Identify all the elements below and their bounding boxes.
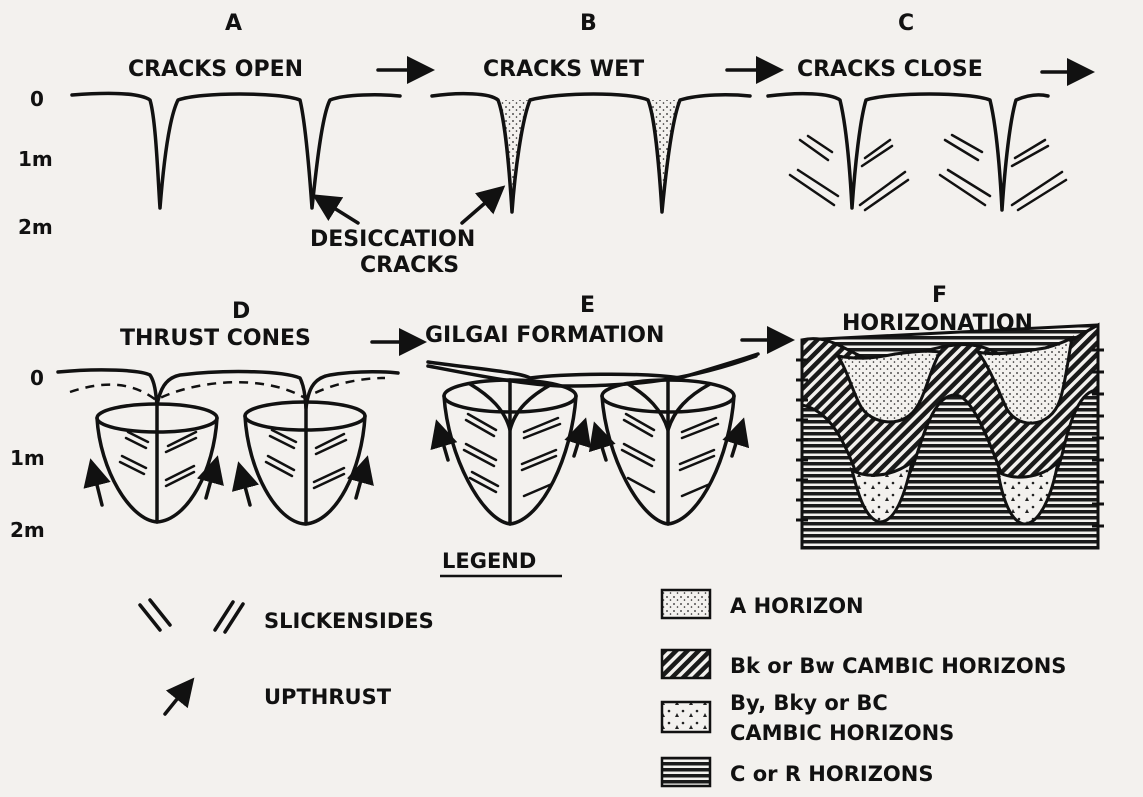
panel-a-letter: A: [225, 11, 242, 36]
panel-d-surface: [58, 370, 398, 408]
legend-by-swatch: [662, 702, 710, 732]
desiccation-label-line1: DESICCATION: [310, 227, 475, 252]
legend-upthrust-label: UPTHRUST: [264, 685, 392, 709]
panel-e-letter: E: [580, 293, 595, 318]
panel-d-letter: D: [232, 299, 250, 324]
legend-a-horizon-label: A HORIZON: [730, 594, 864, 618]
upthrust-symbol: [165, 683, 190, 714]
panel-b-surface: [432, 94, 750, 212]
panel-c-letter: C: [898, 11, 914, 36]
panel-c-caption: CRACKS CLOSE: [797, 57, 983, 82]
panel-f-letter: F: [932, 283, 947, 308]
depth-label-1m-top: 1m: [18, 147, 53, 171]
panel-c-slickensides: [790, 135, 1066, 210]
panel-e-slickensides: [464, 414, 718, 496]
panel-e-cone-left: [444, 380, 576, 524]
legend-title: LEGEND: [442, 549, 536, 573]
panel-d-cone-left: [97, 404, 217, 522]
panel-d-cone-right: [245, 400, 365, 524]
legend-by-label-line1: By, Bky or BC: [730, 691, 888, 715]
panel-d-dashed-line: [70, 378, 385, 400]
panel-f-block: [796, 325, 1104, 548]
desiccation-pointer-left: [318, 198, 358, 223]
legend-bk-label: Bk or Bw CAMBIC HORIZONS: [730, 654, 1066, 678]
panel-a-caption: CRACKS OPEN: [128, 57, 303, 82]
depth-label-1m-bottom: 1m: [10, 446, 45, 470]
legend-slickensides-label: SLICKENSIDES: [264, 609, 434, 633]
desiccation-pointer-right: [462, 190, 500, 223]
depth-label-0-top: 0: [30, 87, 44, 111]
legend-a-horizon-swatch: [662, 590, 710, 618]
legend-bk-swatch: [662, 650, 710, 678]
panel-b-caption: CRACKS WET: [483, 57, 644, 82]
desiccation-label-line2: CRACKS: [360, 253, 459, 278]
panel-a-surface: [72, 93, 400, 208]
legend-c-swatch: [662, 758, 710, 786]
depth-label-2m-top: 2m: [18, 215, 53, 239]
legend-c-label: C or R HORIZONS: [730, 762, 934, 786]
depth-label-0-bottom: 0: [30, 366, 44, 390]
panel-d-caption: THRUST CONES: [120, 326, 311, 351]
depth-label-2m-bottom: 2m: [10, 518, 45, 542]
slickensides-symbol: [140, 600, 243, 632]
panel-d-slickensides: [120, 430, 346, 488]
panel-e-cone-right: [602, 380, 734, 524]
panel-e-caption: GILGAI FORMATION: [425, 323, 664, 348]
panel-b-letter: B: [580, 11, 597, 36]
panel-c-surface: [768, 94, 1048, 210]
legend-by-label-line2: CAMBIC HORIZONS: [730, 721, 954, 745]
